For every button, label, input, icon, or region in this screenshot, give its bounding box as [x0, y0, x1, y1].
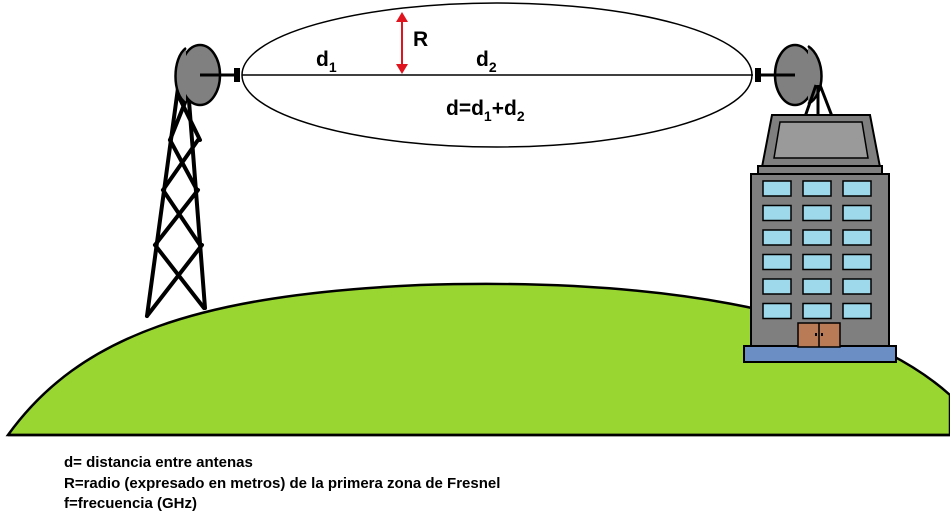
building-window: [762, 180, 792, 197]
d1-label: d1: [316, 48, 337, 75]
building-window: [802, 278, 832, 295]
lattice-tower: [145, 86, 207, 318]
building-window: [802, 180, 832, 197]
building-window: [762, 204, 792, 222]
building-window: [842, 229, 872, 246]
building-windows: [762, 180, 872, 320]
building-window: [802, 229, 832, 246]
building-window: [842, 204, 872, 222]
legend: d= distancia entre antenas R=radio (expr…: [64, 453, 500, 515]
radius-arrow: [396, 12, 408, 74]
building-window: [802, 302, 832, 320]
building-window: [762, 278, 792, 295]
legend-item-frequency: f=frecuencia (GHz): [64, 495, 197, 512]
building-window: [762, 302, 792, 320]
building-window: [842, 278, 872, 295]
distance-formula: d=d1+d2: [446, 97, 525, 124]
building: [743, 114, 897, 363]
r-label: R: [413, 28, 428, 51]
building-window: [842, 180, 872, 197]
building-window: [762, 253, 792, 271]
left-dish-antenna-icon: [174, 43, 240, 107]
building-window: [802, 204, 832, 222]
legend-item-radius: R=radio (expresado en metros) de la prim…: [64, 474, 501, 492]
legend-item-distance: d= distancia entre antenas: [64, 454, 253, 471]
building-window: [842, 253, 872, 271]
building-window: [762, 229, 792, 246]
building-window: [842, 302, 872, 320]
building-window: [802, 253, 832, 271]
d2-label: d2: [476, 48, 497, 75]
